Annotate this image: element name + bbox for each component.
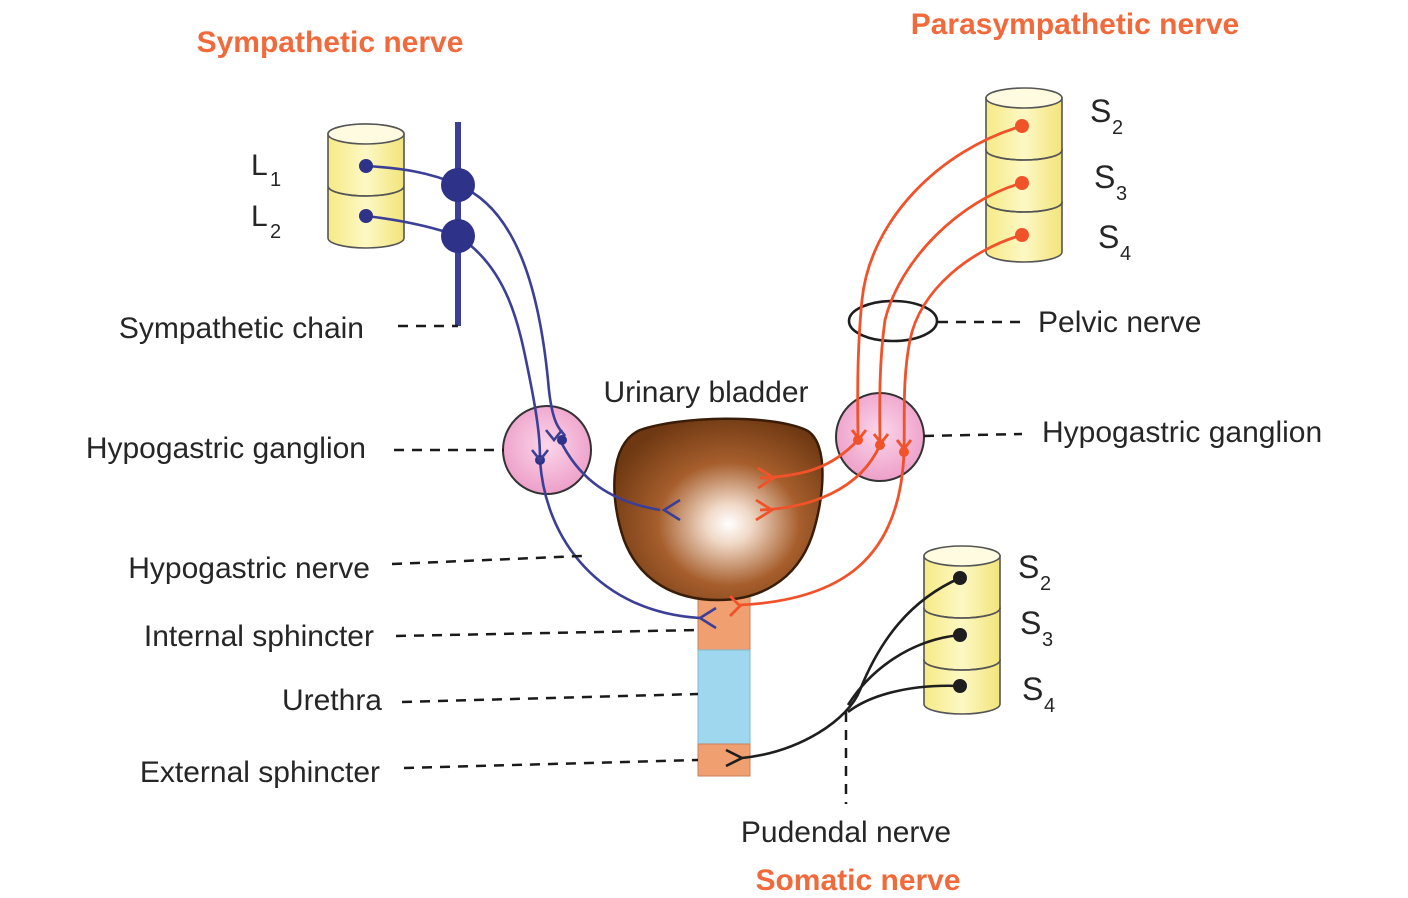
- ganglion-synapse-dot: [557, 435, 567, 445]
- label-hypogastric-ganglion-left: Hypogastric ganglion: [86, 432, 366, 465]
- label-S3-upper-sub: 3: [1116, 183, 1127, 205]
- sympathetic-chain-ganglion-L1: [441, 168, 475, 202]
- parasympathetic-heading: Parasympathetic nerve: [911, 8, 1240, 41]
- lumbar-vertebrae: [328, 124, 404, 248]
- label-hypogastric-nerve: Hypogastric nerve: [128, 552, 370, 585]
- urinary-bladder-shape: [614, 419, 822, 600]
- S3-somatic-dot: [953, 628, 967, 642]
- label-S3-lower: S: [1020, 605, 1041, 641]
- label-pudendal-nerve: Pudendal nerve: [741, 816, 951, 849]
- label-sympathetic-chain: Sympathetic chain: [119, 312, 364, 345]
- L1-neuron-dot: [359, 159, 373, 173]
- label-S2-lower: S: [1018, 549, 1039, 585]
- label-S4-lower: S: [1022, 671, 1043, 707]
- urethra-shape: [698, 650, 750, 744]
- somatic-heading: Somatic nerve: [755, 864, 960, 897]
- label-S4-upper-sub: 4: [1120, 243, 1131, 265]
- label-L2-sub: 2: [270, 221, 281, 243]
- label-urinary-bladder: Urinary bladder: [603, 376, 808, 409]
- label-S2-upper-sub: 2: [1112, 117, 1123, 139]
- label-internal-sphincter: Internal sphincter: [144, 620, 374, 653]
- label-S3-lower-sub: 3: [1042, 629, 1053, 651]
- sympathetic-chain-ganglion-L2: [441, 219, 475, 253]
- urethra-column: [698, 588, 750, 776]
- label-L1-sub: 1: [270, 169, 281, 191]
- label-S2-lower-sub: 2: [1040, 573, 1051, 595]
- label-S4-upper: S: [1098, 219, 1119, 255]
- label-hypogastric-ganglion-right: Hypogastric ganglion: [1042, 416, 1322, 449]
- S2-neuron-dot: [1015, 119, 1029, 133]
- label-L2: L: [251, 200, 268, 233]
- label-external-sphincter: External sphincter: [140, 756, 380, 789]
- label-L1: L: [251, 149, 268, 182]
- S2-somatic-dot: [953, 571, 967, 585]
- label-urethra: Urethra: [282, 684, 382, 717]
- external-sphincter-shape: [698, 744, 750, 776]
- sympathetic-heading: Sympathetic nerve: [197, 26, 464, 59]
- label-S2-upper: S: [1090, 93, 1111, 129]
- S3-neuron-dot: [1015, 176, 1029, 190]
- label-pelvic-nerve: Pelvic nerve: [1038, 306, 1201, 339]
- L2-neuron-dot: [359, 209, 373, 223]
- S4-somatic-dot: [953, 679, 967, 693]
- label-S4-lower-sub: 4: [1044, 695, 1055, 717]
- S4-neuron-dot: [1015, 228, 1029, 242]
- label-S3-upper: S: [1094, 159, 1115, 195]
